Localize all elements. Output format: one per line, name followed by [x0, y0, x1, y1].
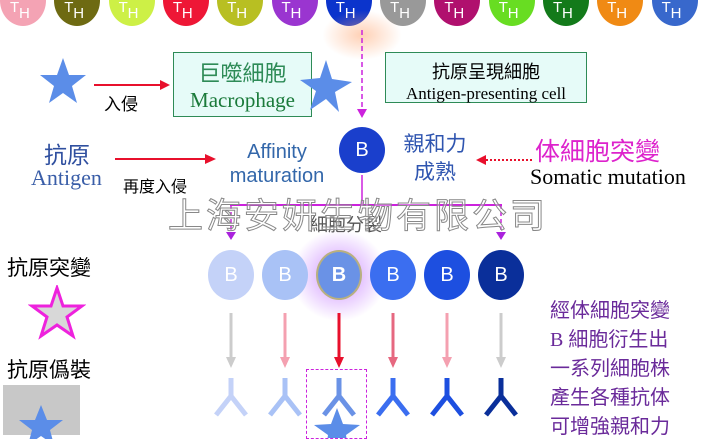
- th-h-label: H: [73, 5, 85, 22]
- invade-label: 入侵: [104, 95, 138, 115]
- th-h-label: H: [453, 5, 465, 22]
- somatic-mutation-zh: 体細胞突變: [535, 137, 661, 166]
- th-t-label: T: [553, 0, 563, 16]
- differentiation-arrow: [442, 313, 452, 368]
- antigen-en: Antigen: [31, 165, 102, 190]
- antibody-icon: [376, 378, 410, 417]
- b-cell-clone: B: [316, 250, 362, 300]
- th-h-label: H: [181, 5, 193, 22]
- antibody-icon: [430, 378, 464, 417]
- differentiation-arrow: [388, 313, 398, 368]
- b-cell-clone: B: [370, 250, 416, 300]
- th-t-label: T: [335, 0, 345, 16]
- reinvade-arrow: [115, 154, 216, 164]
- th-t-label: T: [172, 0, 183, 16]
- b-cell-clone: B: [262, 250, 308, 300]
- macrophage-zh: 巨噬細胞: [198, 62, 287, 87]
- differentiation-arrow: [280, 313, 290, 368]
- differentiation-arrow: [226, 313, 236, 368]
- antibody-icon: [214, 378, 248, 417]
- disguised-antigen-star-icon: [19, 405, 63, 439]
- differentiation-arrow: [334, 313, 344, 368]
- th-t-label: T: [281, 0, 291, 16]
- mutated-antigen-star-icon: [28, 285, 86, 340]
- th-t-label: T: [498, 0, 508, 16]
- th-h-label: H: [19, 5, 30, 22]
- antigen-disguise-label: 抗原僞裝: [7, 358, 91, 382]
- macrophage-en: Macrophage: [190, 88, 295, 112]
- antibody-icon: [322, 378, 356, 417]
- affinity-zh-line1: 親和力: [403, 132, 467, 156]
- th-h-label: H: [616, 5, 628, 22]
- th-t-label: T: [227, 0, 237, 16]
- reinvade-label: 再度入侵: [123, 177, 188, 196]
- th-h-label: H: [562, 5, 573, 22]
- description-line: 可增強親和力: [550, 416, 670, 438]
- apc-en: Antigen-presenting cell: [405, 84, 567, 103]
- th-h-label: H: [290, 5, 302, 22]
- antibody-icon: [268, 378, 302, 417]
- b-cell-clone: B: [208, 250, 254, 300]
- th-t-label: T: [661, 0, 671, 16]
- bound-antigen-star-icon: [314, 408, 360, 438]
- b-cell-clone: B: [478, 250, 524, 300]
- antibody-icon: [484, 378, 518, 417]
- affinity-maturation-zh: 親和力 成熟: [396, 130, 474, 186]
- th-t-label: T: [607, 0, 617, 16]
- th-t-label: T: [10, 0, 20, 16]
- macrophage-box: 巨噬細胞 Macrophage: [173, 52, 312, 117]
- presentation-dashed-arrow: [357, 30, 367, 118]
- description-line: B 細胞衍生出: [550, 329, 669, 351]
- affinity-line1: Affinity: [247, 141, 307, 163]
- antigen-mutation-label: 抗原突變: [7, 256, 91, 280]
- somatic-mutation-en: Somatic mutation: [530, 164, 686, 189]
- apc-box: 抗原呈現細胞 Antigen-presenting cell: [385, 52, 587, 103]
- th-h-label: H: [127, 5, 139, 22]
- apc-zh: 抗原呈現細胞: [432, 62, 540, 83]
- differentiation-arrow: [496, 313, 506, 368]
- somatic-mutation-dotted-arrow: [476, 155, 532, 165]
- th-h-label: H: [670, 5, 682, 22]
- description-line: 經体細胞突變: [550, 300, 670, 322]
- antigen-zh: 抗原: [44, 143, 90, 169]
- antigen-star-icon: [40, 58, 86, 103]
- th-t-label: T: [444, 0, 454, 16]
- th-t-label: T: [118, 0, 128, 16]
- th-t-label: T: [64, 0, 74, 16]
- th-h-label: H: [236, 5, 248, 22]
- affinity-maturation-label: Affinity maturation: [222, 140, 332, 188]
- b-cell-center: B: [339, 127, 385, 173]
- disguised-antigen-box: [3, 385, 80, 439]
- affinity-zh-line2: 成熟: [414, 160, 456, 184]
- affinity-line2: maturation: [229, 165, 325, 187]
- th-h-label: H: [507, 5, 519, 22]
- description-line: 一系列細胞株: [550, 358, 670, 380]
- description-line: 產生各種抗体: [550, 387, 670, 409]
- b-cell-clone: B: [424, 250, 470, 300]
- th-t-label: T: [390, 0, 400, 16]
- invade-arrow: [94, 80, 170, 90]
- captured-antigen-star-icon: [300, 60, 352, 112]
- th-h-label: H: [399, 5, 410, 22]
